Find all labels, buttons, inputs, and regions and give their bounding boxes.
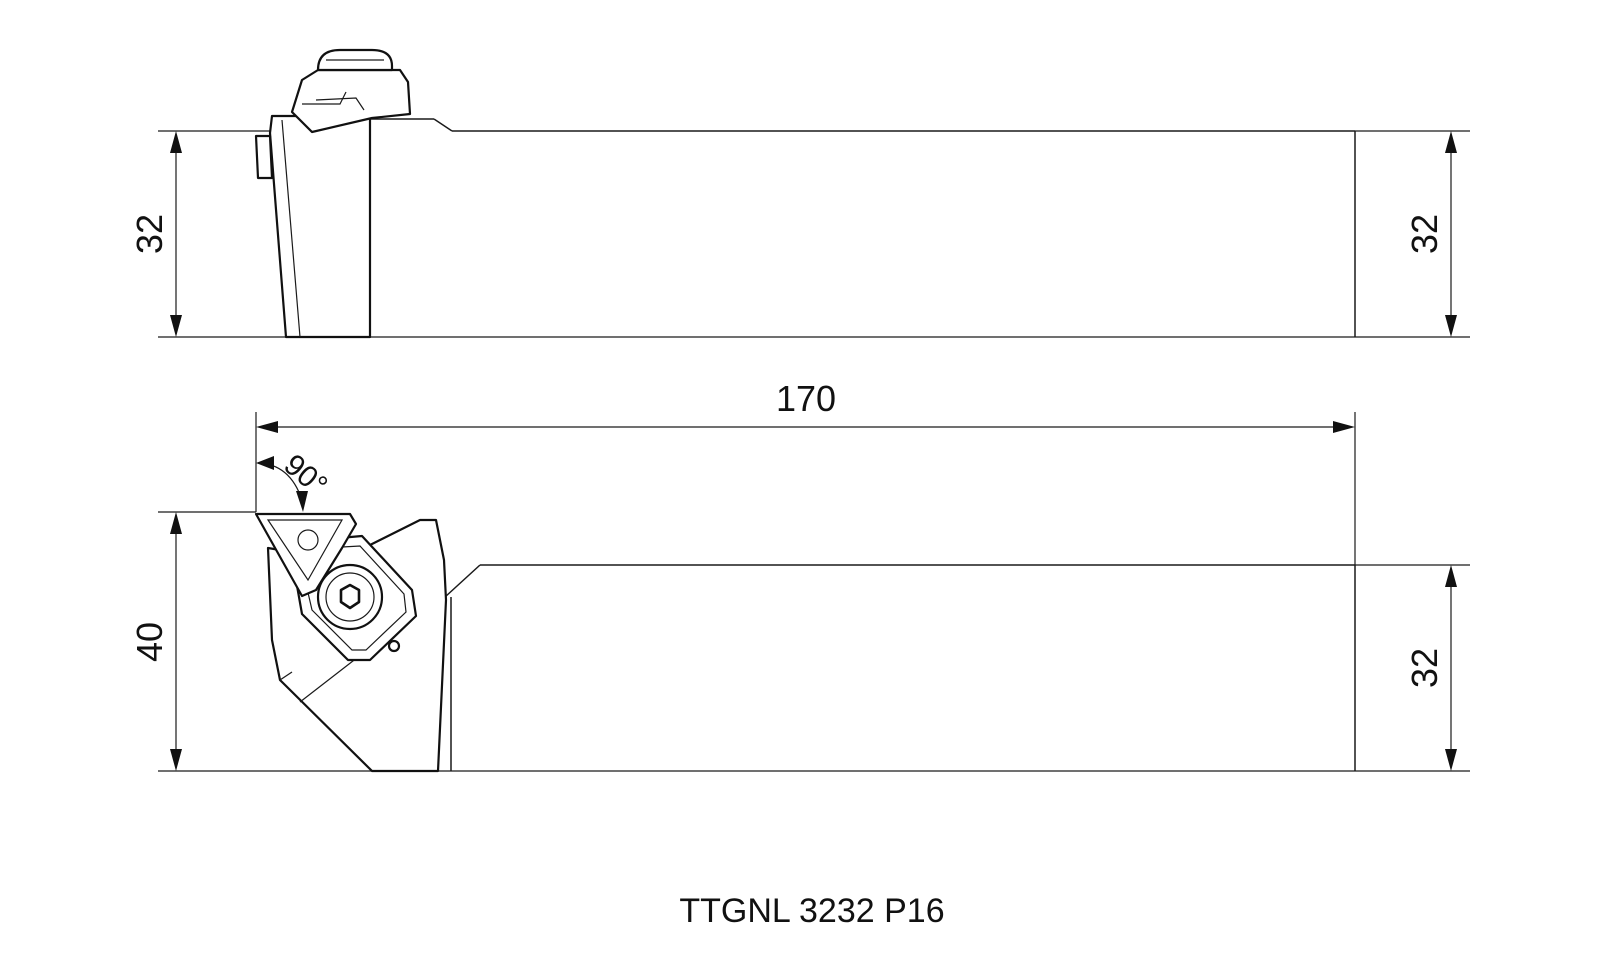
dimension-label-side-right: 32 (1404, 214, 1445, 254)
dimension-overall-length: 170 (256, 378, 1355, 433)
shank-top (437, 564, 1356, 772)
angle-label: 90° (278, 448, 334, 502)
dimension-label-top-left: 40 (129, 622, 170, 662)
dimension-label-side-left: 32 (129, 214, 170, 254)
dimension-approach-angle: 90° (256, 448, 333, 512)
dimension-top-height-right: 32 (1404, 565, 1457, 771)
dimension-label-length: 170 (776, 378, 836, 419)
top-view: 170 90° 40 32 (129, 378, 1470, 773)
side-view: 32 32 (129, 48, 1470, 339)
tool-head-top (254, 512, 448, 773)
shank-side (369, 118, 1356, 337)
tool-head-side (254, 48, 412, 339)
dimension-side-height-right: 32 (1404, 131, 1457, 337)
dimension-top-height-left: 40 (129, 512, 182, 771)
part-number-title: TTGNL 3232 P16 (679, 892, 944, 930)
dimension-label-top-right: 32 (1404, 648, 1445, 688)
dimension-side-height-left: 32 (129, 131, 182, 337)
